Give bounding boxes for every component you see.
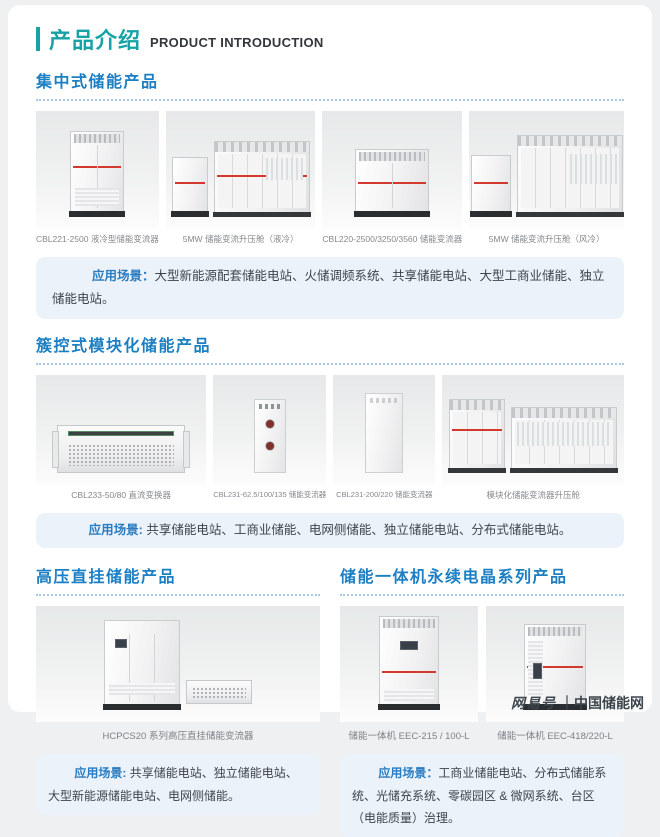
tower-illustration: [365, 393, 404, 474]
container-illustration: [510, 407, 619, 474]
product-image-small-pcs: [213, 375, 327, 486]
product-image-slim-pcs: [333, 375, 436, 486]
product-caption: 储能一体机 EEC-215 / 100-L: [348, 731, 470, 743]
product-caption: 储能一体机 EEC-418/220-L: [497, 731, 613, 743]
column-hv-direct: 高压直挂储能产品 HCPCS20 系列高压直挂储能变流器: [36, 550, 320, 837]
cabinet-illustration: [354, 149, 431, 217]
product-image-5mw-booster-liquid: [165, 111, 316, 229]
product-caption: HCPCS20 系列高压直挂储能变流器: [102, 731, 254, 743]
cabinet-illustration: [69, 131, 126, 217]
title-accent-bar-icon: [36, 27, 40, 51]
page-title-cn: 产品介绍: [49, 28, 142, 53]
application-box-centralized: 应用场景：大型新能源配套储能电站、火储调频系统、共享储能电站、大型工商业储能、独…: [36, 257, 624, 320]
container-illustration: [515, 135, 624, 217]
page-header: 产品介绍 PRODUCT INTRODUCTION: [36, 23, 624, 55]
product-card: CBL231-200/220 储能变流器: [333, 375, 436, 501]
product-caption: CBL220-2500/3250/3560 储能变流器: [322, 234, 463, 244]
product-image-cbl220-pcs: [322, 111, 463, 229]
content-card: 产品介绍 PRODUCT INTRODUCTION 集中式储能产品 CBL221…: [8, 5, 652, 837]
application-box-all-in-one: 应用场景：工商业储能电站、分布式储能系统、光储充系统、零碳园区 & 微网系统、台…: [340, 754, 624, 837]
product-caption: CBL233-50/80 直流变换器: [71, 490, 171, 501]
product-card: 模块化储能变流器升压舱: [442, 375, 624, 501]
product-row-centralized: CBL221-2500 液冷型储能变流器 5MW 储能变流升压舱（液冷）: [36, 111, 624, 245]
product-row-hv-direct: HCPCS20 系列高压直挂储能变流器: [36, 606, 320, 742]
cabinet-illustration: [103, 620, 181, 711]
product-caption: CBL221-2500 液冷型储能变流器: [36, 234, 159, 244]
product-image-eec-215: [340, 606, 478, 723]
product-card: 5MW 储能变流升压舱（液冷）: [165, 111, 316, 245]
product-card: 5MW 储能变流升压舱（风冷）: [469, 111, 624, 245]
product-card: CBL233-50/80 直流变换器: [36, 375, 207, 501]
product-caption: CBL231-200/220 储能变流器: [336, 490, 433, 500]
cabinet-illustration: [523, 624, 587, 711]
product-row-modular: CBL233-50/80 直流变换器 CBL231-62.5/100/135 储…: [36, 375, 624, 501]
tower-illustration: [253, 399, 286, 474]
application-label: 应用场景：: [92, 269, 155, 283]
rack-illustration: [186, 680, 252, 705]
product-card: CBL231-62.5/100/135 储能变流器: [213, 375, 327, 501]
application-text: 共享储能电站、工商业储能、电网侧储能、独立储能电站、分布式储能电站。: [146, 523, 572, 538]
product-caption: CBL231-62.5/100/135 储能变流器: [213, 490, 327, 500]
product-image-hcpcs20: [36, 606, 320, 723]
product-card: 储能一体机 EEC-215 / 100-L: [340, 606, 478, 742]
application-label: 应用场景：: [378, 766, 439, 781]
page-title-en: PRODUCT INTRODUCTION: [150, 34, 324, 50]
container-illustration: [212, 141, 311, 217]
product-image-dc-converter: [36, 375, 207, 486]
section-title-all-in-one: 储能一体机永续电晶系列产品: [340, 563, 624, 597]
application-box-modular: 应用场景: 共享储能电站、工商业储能、电网侧储能、独立储能电站、分布式储能电站。: [36, 513, 624, 549]
product-card: HCPCS20 系列高压直挂储能变流器: [36, 606, 320, 742]
netease-logo-text: 网易号: [511, 695, 556, 711]
product-caption: 5MW 储能变流升压舱（风冷）: [488, 234, 605, 244]
section-title-hv-direct: 高压直挂储能产品: [36, 563, 320, 597]
product-caption: 5MW 储能变流升压舱（液冷）: [182, 234, 299, 244]
watermark-site-name: ｜中国储能网: [560, 695, 644, 711]
product-card: CBL220-2500/3250/3560 储能变流器: [322, 111, 463, 245]
product-image-modular-booster: [442, 375, 624, 486]
product-caption: 模块化储能变流器升压舱: [486, 490, 580, 501]
application-label: 应用场景:: [88, 523, 143, 538]
product-image-liquid-cooled-pcs: [36, 111, 159, 229]
container-illustration: [448, 399, 507, 474]
product-row-all-in-one: 储能一体机 EEC-215 / 100-L 储能一体机 EEC-418/220-…: [340, 606, 624, 742]
cabinet-illustration: [378, 616, 440, 711]
product-image-5mw-booster-air: [469, 111, 624, 229]
application-label: 应用场景:: [74, 766, 127, 781]
application-text: 大型新能源配套储能电站、火储调频系统、共享储能电站、大型工商业储能、独立储能电站…: [52, 269, 605, 307]
cabinet-illustration: [469, 155, 512, 217]
section-title-centralized: 集中式储能产品: [36, 68, 624, 101]
cabinet-illustration: [170, 157, 209, 217]
product-image-eec-418: [486, 606, 624, 723]
product-card: 储能一体机 EEC-418/220-L: [486, 606, 624, 742]
application-box-hv-direct: 应用场景: 共享储能电站、独立储能电站、大型新能源储能电站、电网侧储能。: [36, 754, 320, 815]
rack-illustration: [52, 425, 191, 474]
product-card: CBL221-2500 液冷型储能变流器: [36, 111, 159, 245]
watermark: 网易号 ｜中国储能网: [511, 693, 644, 713]
section-title-modular: 簇控式模块化储能产品: [36, 332, 624, 366]
